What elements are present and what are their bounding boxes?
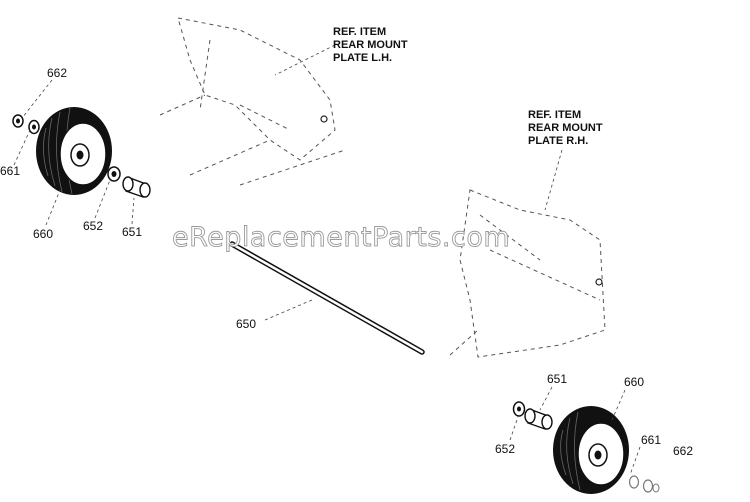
leader-right-651	[539, 386, 553, 411]
label-right-662: 662	[673, 444, 693, 458]
leader-left-651	[131, 197, 135, 225]
label-right-652: 652	[495, 442, 515, 456]
left-washer-662	[12, 114, 24, 128]
label-axle-650: 650	[236, 317, 256, 331]
label-left-660: 660	[33, 227, 53, 241]
leader-left-662	[21, 79, 53, 119]
ref-rh-line2: REAR MOUNT	[528, 122, 603, 134]
label-left-662: 662	[47, 66, 67, 80]
right-wheel-660	[553, 406, 629, 494]
watermark: eReplacementParts.com	[172, 222, 510, 253]
ref-rh-line1: REF. ITEM	[528, 109, 581, 121]
leader-left-661	[13, 129, 31, 166]
rear-mount-plate-lh	[159, 17, 346, 186]
leader-ref-rh	[544, 149, 563, 211]
label-left-651: 651	[122, 225, 142, 239]
left-washer-661	[28, 119, 40, 135]
label-right-651: 651	[547, 372, 567, 386]
leader-ref-lh	[274, 44, 336, 76]
right-spacer-651	[524, 408, 553, 430]
left-spacer-651	[122, 176, 151, 198]
axle-650	[229, 241, 425, 355]
leader-right-652	[509, 416, 519, 441]
label-left-652: 652	[83, 219, 103, 233]
left-washer-652	[107, 166, 121, 182]
left-wheel-660	[36, 107, 112, 195]
leader-left-652	[94, 179, 111, 219]
label-right-660: 660	[624, 375, 644, 389]
ref-lh-line1: REF. ITEM	[333, 26, 386, 38]
leader-right-661	[629, 446, 641, 476]
leader-left-660	[45, 189, 61, 226]
label-left-661: 661	[0, 164, 20, 178]
right-washer-652	[512, 401, 526, 417]
label-right-661: 661	[641, 433, 661, 447]
leader-650	[264, 299, 313, 321]
ref-lh-line3: PLATE L.H.	[333, 52, 392, 64]
ref-rh-line3: PLATE R.H.	[528, 135, 588, 147]
right-washers-661-662	[628, 475, 660, 493]
ref-lh-line2: REAR MOUNT	[333, 39, 408, 51]
rear-mount-plate-rh	[449, 189, 606, 358]
